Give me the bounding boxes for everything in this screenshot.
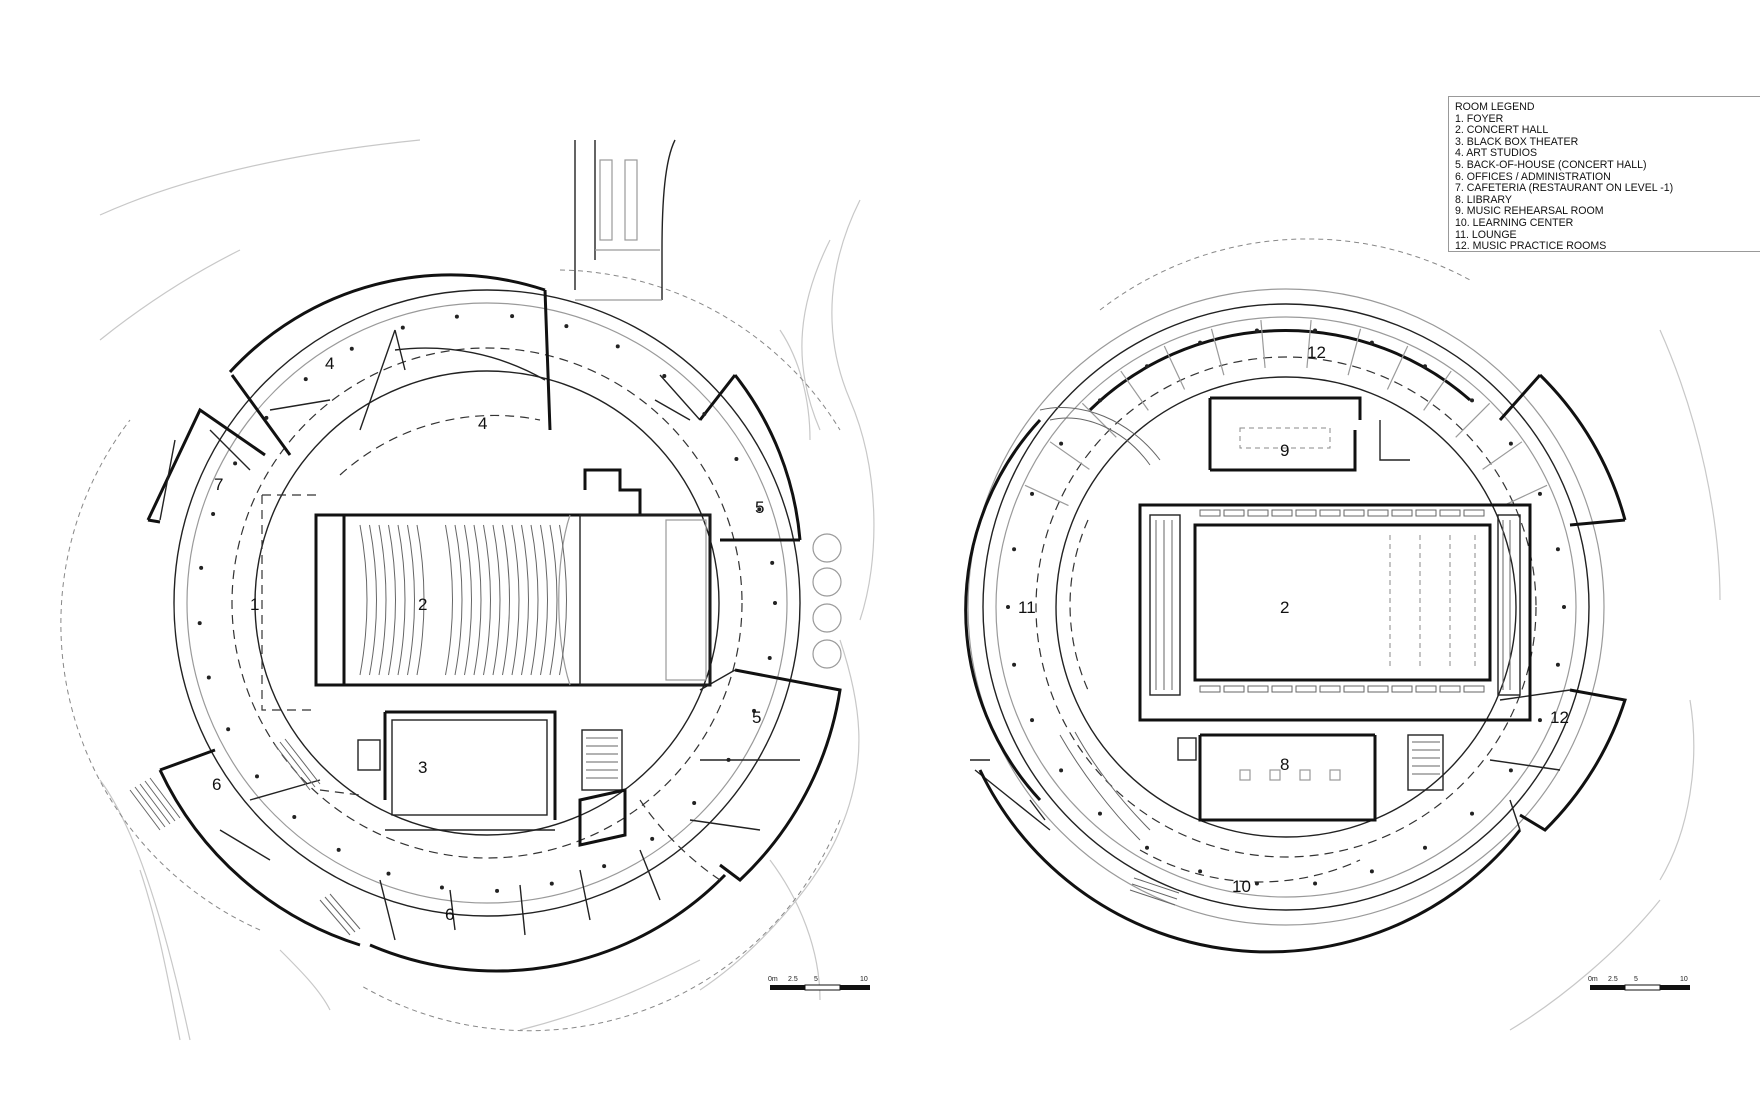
legend-item: 9. MUSIC REHEARSAL ROOM bbox=[1455, 205, 1604, 218]
cafeteria-walls bbox=[146, 407, 266, 524]
label-room-4a: 4 bbox=[325, 354, 334, 373]
concert-hall-left bbox=[314, 468, 712, 687]
svg-text:0m: 0m bbox=[1588, 976, 1598, 983]
legend-item: 3. BLACK BOX THEATER bbox=[1455, 135, 1579, 148]
svg-text:5: 5 bbox=[814, 976, 818, 983]
left-floor-plan: 1 2 3 4 4 5 5 6 6 7 0m 2.5 5 10 bbox=[60, 139, 875, 1041]
svg-text:2.5: 2.5 bbox=[1608, 976, 1618, 983]
library bbox=[1177, 733, 1377, 822]
inner-ring-right bbox=[1055, 376, 1517, 838]
label-room-6a: 6 bbox=[212, 775, 221, 794]
legend-item: 6. OFFICES / ADMINISTRATION bbox=[1455, 170, 1611, 183]
legend-list: 1. FOYER 2. CONCERT HALL 3. BLACK BOX TH… bbox=[1455, 112, 1760, 253]
legend-item: 2. CONCERT HALL bbox=[1455, 124, 1549, 137]
practice-room-walls-north bbox=[1024, 320, 1548, 507]
legend-item: 12. MUSIC PRACTICE ROOMS bbox=[1455, 240, 1607, 253]
black-box-theater bbox=[357, 710, 627, 847]
label-room-7: 7 bbox=[214, 475, 223, 494]
stairs-right bbox=[1039, 406, 1444, 906]
rehearsal-room bbox=[1208, 396, 1410, 472]
legend-item: 4. ART STUDIOS bbox=[1455, 147, 1538, 160]
trees bbox=[812, 533, 842, 669]
label-room-4b: 4 bbox=[478, 414, 487, 433]
site-contours-left bbox=[99, 139, 875, 1041]
room-legend: ROOM LEGEND 1. FOYER 2. CONCERT HALL 3. … bbox=[1448, 96, 1760, 252]
svg-text:0m: 0m bbox=[768, 976, 778, 983]
right-floor-plan: 2 8 9 10 11 12 12 0m 2.5 5 10 bbox=[964, 238, 1721, 1031]
label-room-5a: 5 bbox=[755, 498, 764, 517]
columns-left bbox=[197, 314, 777, 893]
label-room-6b: 6 bbox=[445, 905, 454, 924]
label-room-5b: 5 bbox=[752, 708, 761, 727]
label-room-11: 11 bbox=[1018, 598, 1036, 617]
label-room-2: 2 bbox=[418, 595, 427, 614]
scale-bar-left: 0m 2.5 5 10 bbox=[768, 976, 870, 991]
seating-rows-left bbox=[359, 524, 567, 676]
label-room-8: 8 bbox=[1280, 755, 1289, 774]
label-room-12b: 12 bbox=[1550, 708, 1569, 727]
svg-text:10: 10 bbox=[1680, 976, 1688, 983]
east-wing-walls bbox=[698, 374, 802, 542]
label-room-1: 1 bbox=[250, 595, 259, 614]
label-room-2-right: 2 bbox=[1280, 598, 1289, 617]
outer-dashed-boundary-left bbox=[60, 269, 841, 1032]
legend-item: 11. LOUNGE bbox=[1455, 228, 1517, 241]
concert-hall-right bbox=[1138, 503, 1532, 722]
south-wing-walls bbox=[158, 748, 727, 973]
svg-text:5: 5 bbox=[1634, 976, 1638, 983]
legend-title: ROOM LEGEND bbox=[1455, 101, 1535, 113]
svg-text:10: 10 bbox=[860, 976, 868, 983]
legend-item: 8. LIBRARY bbox=[1455, 193, 1512, 206]
columns-right bbox=[1006, 328, 1566, 886]
legend-item: 7. CAFETERIA (RESTAURANT ON LEVEL -1) bbox=[1455, 182, 1674, 195]
svg-text:2.5: 2.5 bbox=[788, 976, 798, 983]
label-room-12a: 12 bbox=[1307, 343, 1326, 362]
foyer-outline bbox=[261, 494, 316, 711]
stairs-left bbox=[129, 729, 623, 936]
scale-bar-right: 0m 2.5 5 10 bbox=[1588, 976, 1690, 991]
north-wing-walls bbox=[228, 273, 552, 456]
label-room-10: 10 bbox=[1232, 877, 1251, 896]
label-room-9: 9 bbox=[1280, 441, 1289, 460]
legend-item: 10. LEARNING CENTER bbox=[1455, 216, 1574, 229]
outer-ring-right bbox=[982, 303, 1590, 911]
north-entry bbox=[574, 139, 676, 301]
outer-ring-left bbox=[173, 289, 801, 917]
label-room-3: 3 bbox=[418, 758, 427, 777]
site-contours-right bbox=[1509, 329, 1721, 1031]
legend-item: 5. BACK-OF-HOUSE (CONCERT HALL) bbox=[1455, 158, 1647, 171]
legend-item: 1. FOYER bbox=[1455, 112, 1504, 125]
inner-ring-left bbox=[254, 370, 720, 836]
